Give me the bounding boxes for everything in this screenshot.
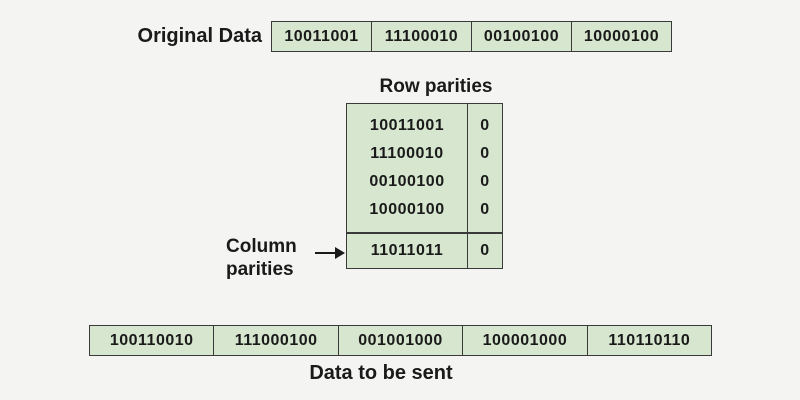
- corner-parity-bit: 0: [480, 242, 490, 259]
- data-bits: 10000100: [369, 201, 445, 218]
- data-bits: 00100100: [369, 173, 445, 190]
- sent-data-cell: 001001000: [337, 326, 462, 355]
- original-data-label: Original Data: [137, 25, 262, 47]
- data-bits: 10011001: [369, 117, 445, 134]
- column-parity-bits: 11011011: [370, 242, 444, 259]
- row-parity-bit: 0: [480, 201, 490, 218]
- column-parities-label: Column parities: [226, 235, 326, 281]
- sent-data-cell: 100001000: [462, 326, 586, 355]
- row-parity-column: 0 0 0 0: [467, 104, 502, 232]
- data-column: 11011011: [347, 234, 467, 268]
- row-parity-column: 0: [467, 234, 502, 268]
- original-data-cell: 10011001: [284, 27, 359, 45]
- arrow-right-icon: [315, 247, 345, 259]
- original-data-cell: 10000100: [571, 22, 671, 51]
- sent-data-cell: 100110010: [109, 331, 194, 349]
- data-bits: 11100010: [370, 145, 444, 162]
- row-parity-bit: 0: [480, 145, 490, 162]
- row-parity-bit: 0: [480, 117, 490, 134]
- data-column: 10011001 11100010 00100100 10000100: [347, 104, 467, 232]
- original-data-cell: 00100100: [471, 22, 571, 51]
- sent-data-cell: 111000100: [213, 326, 337, 355]
- row-parities-title: Row parities: [379, 76, 493, 97]
- original-data-cell: 11100010: [371, 22, 471, 51]
- column-parity-row: 11011011 0: [346, 233, 503, 269]
- row-parity-table: 10011001 11100010 00100100 10000100 0 0 …: [346, 103, 503, 233]
- column-parities-label-line2: parities: [226, 259, 294, 280]
- column-parities-label-line1: Column: [226, 236, 297, 257]
- original-data-row: 10011001 11100010 00100100 10000100: [271, 21, 672, 52]
- data-to-be-sent-row: 100110010 111000100 001001000 100001000 …: [89, 325, 712, 356]
- sent-data-cell: 110110110: [586, 326, 711, 355]
- row-parity-bit: 0: [480, 173, 490, 190]
- data-to-be-sent-label: Data to be sent: [309, 362, 453, 384]
